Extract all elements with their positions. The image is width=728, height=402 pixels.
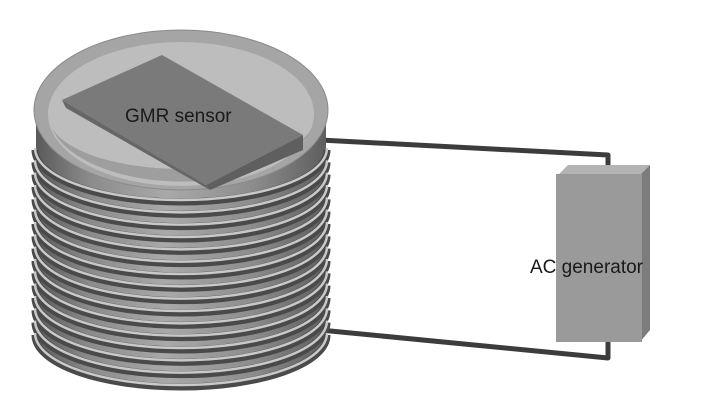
generator-label: AC generator <box>530 257 644 278</box>
coil-turn <box>31 186 331 243</box>
generator-top <box>558 165 650 175</box>
bottom-wire <box>319 327 611 361</box>
coil-turn <box>31 223 331 280</box>
sensor-label: GMR sensor <box>125 106 232 127</box>
coil-turn-highlight <box>33 234 329 288</box>
sensor-front-left <box>62 100 210 190</box>
coil-turn <box>31 310 331 366</box>
coil-turn <box>31 285 331 342</box>
sensor-side <box>206 135 303 190</box>
coil-turn <box>31 297 331 354</box>
coil-turn <box>31 162 331 218</box>
coil-turn <box>31 322 331 379</box>
sensor-top <box>62 55 303 185</box>
coil-turn-highlight <box>33 221 329 276</box>
coil-turn <box>31 199 331 255</box>
coil-turn <box>31 236 331 292</box>
gmr-sensor: GMR sensor <box>62 55 303 190</box>
coil-turn <box>31 174 331 231</box>
generator-side <box>640 165 650 342</box>
coil-turn-highlight <box>33 172 329 226</box>
coil-turns <box>31 147 331 391</box>
coil-turn-highlight <box>33 184 329 239</box>
coil-turn-highlight <box>33 209 329 263</box>
coil-turn-highlight <box>33 332 329 387</box>
coil-turn <box>31 248 331 305</box>
coil-turn-highlight <box>33 160 329 214</box>
generator-front <box>556 174 642 342</box>
coil-turn-highlight <box>33 308 329 362</box>
coil-turn-highlight <box>33 271 329 325</box>
coil-turn-highlight <box>33 246 329 300</box>
coil-turn <box>31 149 331 206</box>
ac-generator: AC generator <box>530 165 650 342</box>
coil-turn <box>31 273 331 329</box>
coil-turn <box>31 260 331 317</box>
coil-turn <box>31 334 331 391</box>
coil-turn-highlight <box>33 258 329 313</box>
coil-turn-highlight <box>33 320 329 374</box>
coil-turn-highlight <box>33 147 329 202</box>
top-wire <box>319 137 611 172</box>
coil-turn-highlight <box>33 295 329 350</box>
coil-turn-highlight <box>33 283 329 337</box>
coil-turn-highlight <box>33 197 329 251</box>
coil-turn <box>31 211 331 268</box>
